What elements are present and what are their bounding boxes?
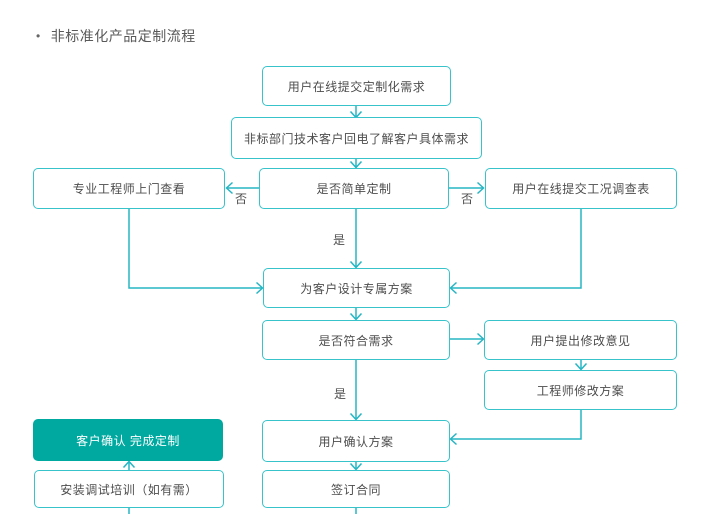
node-install-training: 安装调试培训（如有需）: [34, 470, 224, 508]
node-decision-simple: 是否简单定制: [259, 168, 449, 209]
edge-label-no-left: 否: [233, 192, 250, 207]
page-title: • 非标准化产品定制流程: [36, 26, 196, 46]
edge-label-no-right: 否: [459, 192, 476, 207]
edge-label-yes-confirm: 是: [332, 387, 349, 402]
node-decision-meet: 是否符合需求: [262, 320, 450, 360]
page-title-text: 非标准化产品定制流程: [50, 28, 196, 44]
node-survey-form: 用户在线提交工况调查表: [485, 168, 677, 209]
node-engineer-modify: 工程师修改方案: [484, 370, 677, 410]
edge-label-yes-design: 是: [331, 233, 348, 248]
node-user-feedback: 用户提出修改意见: [484, 320, 677, 360]
node-submit-demand: 用户在线提交定制化需求: [262, 66, 451, 106]
node-sign-contract: 签订合同: [262, 470, 450, 508]
node-complete-custom: 客户确认 完成定制: [33, 419, 223, 461]
bullet-icon: •: [36, 29, 41, 43]
node-design-plan: 为客户设计专属方案: [263, 268, 450, 308]
node-engineer-visit: 专业工程师上门查看: [33, 168, 225, 209]
node-callback-customer: 非标部门技术客户回电了解客户具体需求: [231, 117, 482, 159]
node-user-confirm: 用户确认方案: [262, 420, 450, 462]
